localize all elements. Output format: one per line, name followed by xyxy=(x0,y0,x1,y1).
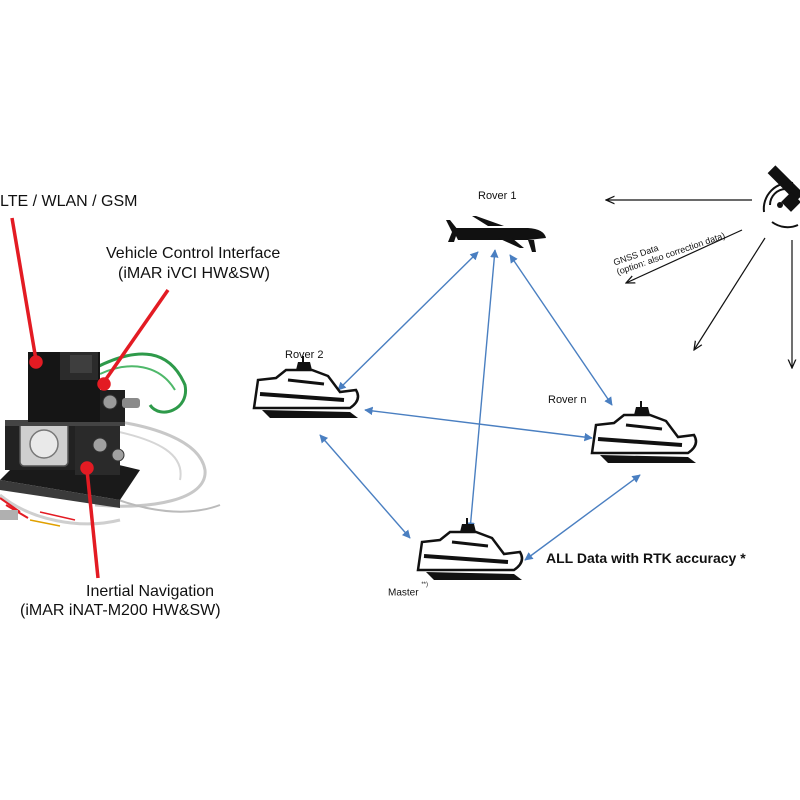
label-rover2: Rover 2 xyxy=(285,349,324,361)
label-master: Master **) xyxy=(388,582,428,599)
label-vci-title: Vehicle Control Interface xyxy=(106,245,281,262)
master-text: Master xyxy=(388,587,419,599)
label-nav-title: Inertial Navigation xyxy=(86,583,215,600)
link-master-rovern xyxy=(524,474,641,561)
callout-line-nav xyxy=(85,469,100,579)
hardware-unit xyxy=(0,352,221,527)
gnss-arrow-2 xyxy=(626,229,743,283)
boat-icon xyxy=(590,399,698,465)
boat-icon xyxy=(252,354,360,420)
label-vci-sub: (iMAR iVCI HW&SW) xyxy=(118,265,270,282)
callout-dot-comm xyxy=(29,355,43,369)
callout-dot-vci xyxy=(97,377,111,391)
master-note: **) xyxy=(421,582,429,588)
label-rover1: Rover 1 xyxy=(478,190,517,202)
boat-icon xyxy=(416,516,524,582)
gnss-arrows xyxy=(606,200,792,368)
gnss-arrow-3 xyxy=(694,237,766,350)
callout-lines xyxy=(10,217,170,579)
label-rtk-accuracy: ALL Data with RTK accuracy * xyxy=(546,550,746,566)
label-nav-sub: (iMAR iNAT-M200 HW&SW) xyxy=(20,602,221,619)
link-rover2-rovern xyxy=(364,406,593,442)
callout-line-vci xyxy=(102,289,170,383)
link-rover1-rover2 xyxy=(337,251,479,391)
satellite-icon xyxy=(762,165,800,229)
data-links xyxy=(319,249,641,561)
label-comm: LTE / WLAN / GSM xyxy=(0,193,138,210)
link-rover1-master xyxy=(466,249,499,531)
link-rover2-master xyxy=(319,434,411,539)
label-rovern: Rover n xyxy=(548,394,587,406)
callout-line-comm xyxy=(10,217,38,361)
callout-dot-nav xyxy=(80,461,94,475)
drone-icon xyxy=(446,216,546,252)
link-rover1-rovern xyxy=(509,254,613,406)
